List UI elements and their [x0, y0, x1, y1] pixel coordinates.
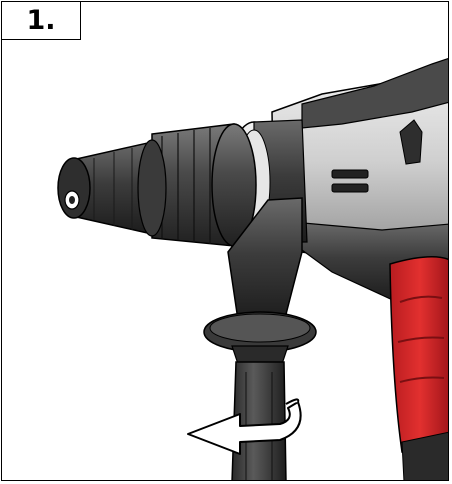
- rotate-arrow-icon: [187, 398, 302, 455]
- chuck: [57, 123, 257, 247]
- side-handle: [203, 197, 317, 480]
- red-grip: [389, 256, 448, 480]
- step-number: 1.: [2, 2, 81, 40]
- drill-housing: [271, 58, 448, 303]
- hammer-drill-illustration: [57, 58, 448, 480]
